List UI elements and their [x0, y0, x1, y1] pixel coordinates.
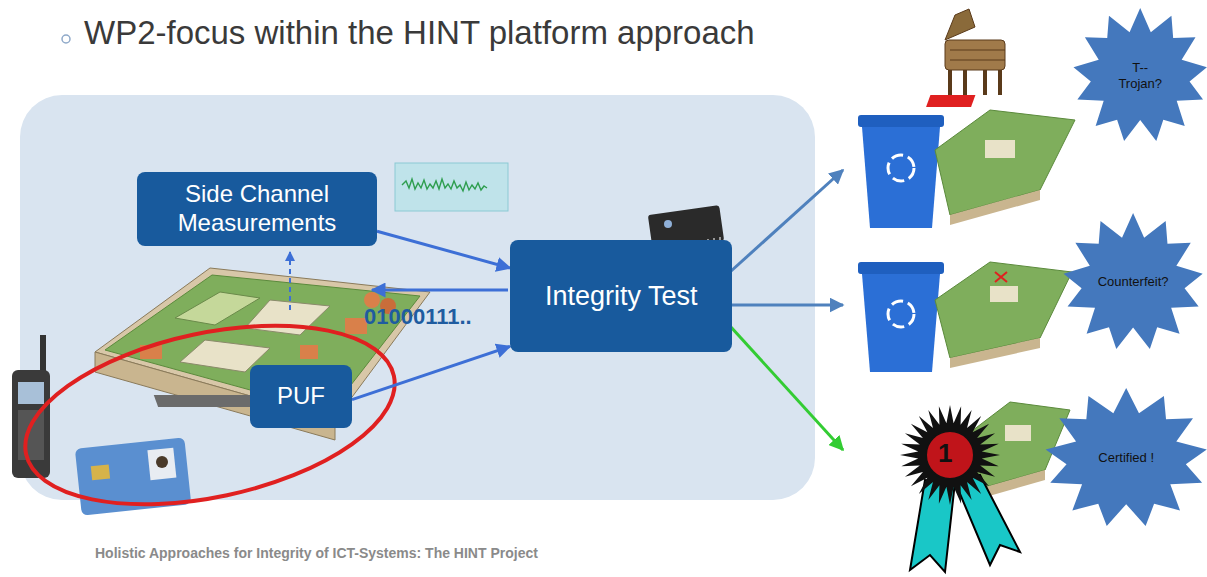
- node-text: Certified !: [1098, 450, 1154, 466]
- waveform-trace: [395, 163, 508, 211]
- node-text: T--: [1132, 60, 1148, 76]
- flow-arrow: [352, 346, 510, 399]
- board-image: [935, 262, 1072, 368]
- outcome-arrow: [730, 304, 843, 307]
- result-burst: Counterfeit?: [1063, 213, 1203, 351]
- slide-caption: Holistic Approaches for Integrity of ICT…: [95, 545, 538, 561]
- highlight-ellipse: [9, 296, 411, 535]
- outcome-arrow: [730, 326, 843, 450]
- outcome-arrow: [730, 170, 843, 272]
- node-text: Counterfeit?: [1098, 274, 1169, 290]
- node-text: Integrity Test: [545, 280, 698, 312]
- process-box: Integrity Test: [510, 240, 732, 352]
- node-text: Side Channel Measurements: [147, 180, 367, 238]
- result-burst: Certified !: [1045, 388, 1207, 528]
- result-burst: T--Trojan?: [1073, 8, 1207, 143]
- burst-outline: [1064, 213, 1203, 349]
- burst-outline: [1073, 8, 1206, 141]
- platform-panel: [20, 95, 815, 500]
- process-box: PUF: [250, 365, 352, 428]
- board-image: [935, 110, 1075, 225]
- process-box: Side Channel Measurements: [137, 172, 377, 246]
- burst-outline: [1046, 388, 1207, 526]
- measure-arrow: [289, 252, 291, 310]
- title-bullet: [62, 35, 70, 43]
- trojan-horse: [926, 9, 1005, 107]
- slide-title: WP2-focus within the HINT platform appro…: [84, 14, 755, 52]
- flow-arrow: [377, 231, 510, 268]
- rank-number: 1: [938, 439, 952, 469]
- node-text: Trojan?: [1118, 76, 1162, 92]
- recycle-bin: [858, 262, 944, 372]
- challenge-arrow: [372, 289, 508, 292]
- recycle-bin: [858, 115, 944, 228]
- bit-string: 01000111..: [364, 304, 472, 329]
- node-text: PUF: [277, 382, 325, 411]
- award-rosette: [900, 405, 1020, 572]
